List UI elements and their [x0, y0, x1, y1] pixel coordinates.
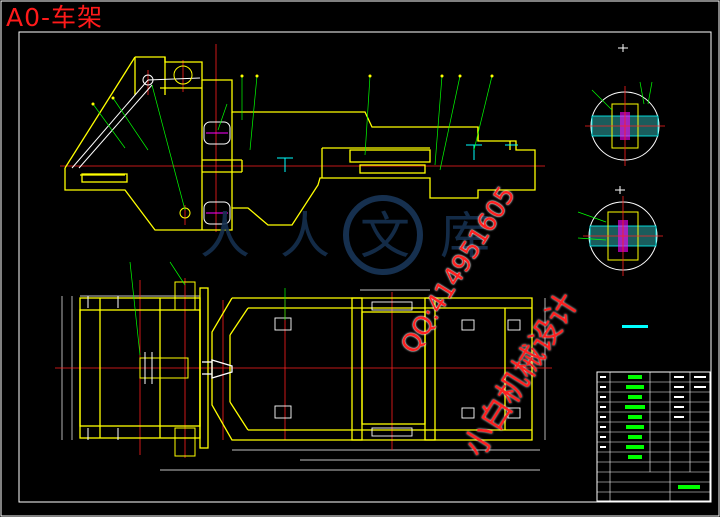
detail-view-lower — [577, 196, 663, 276]
watermark-logo-ring — [343, 195, 423, 275]
title-block — [596, 371, 711, 502]
t-brackets — [277, 144, 518, 172]
mounting-brackets — [274, 301, 521, 437]
main-chassis — [202, 297, 533, 441]
drawing-title: A0-车架 — [6, 3, 104, 32]
elevation-centerlines — [60, 44, 545, 232]
clevis-assemblies — [87, 281, 196, 457]
plan-view — [55, 261, 552, 471]
pivot-bosses — [203, 121, 231, 225]
left-frame — [79, 287, 209, 449]
scale-note — [622, 325, 648, 328]
elevation-balloons — [91, 74, 494, 106]
frame-outline — [64, 56, 536, 231]
side-elevation-view — [60, 44, 545, 232]
detail-view-upper — [585, 81, 665, 166]
elevation-leaders — [92, 75, 493, 171]
hydraulic-arm — [71, 65, 201, 219]
plan-leaders — [129, 261, 286, 356]
detail-markers — [615, 44, 628, 194]
